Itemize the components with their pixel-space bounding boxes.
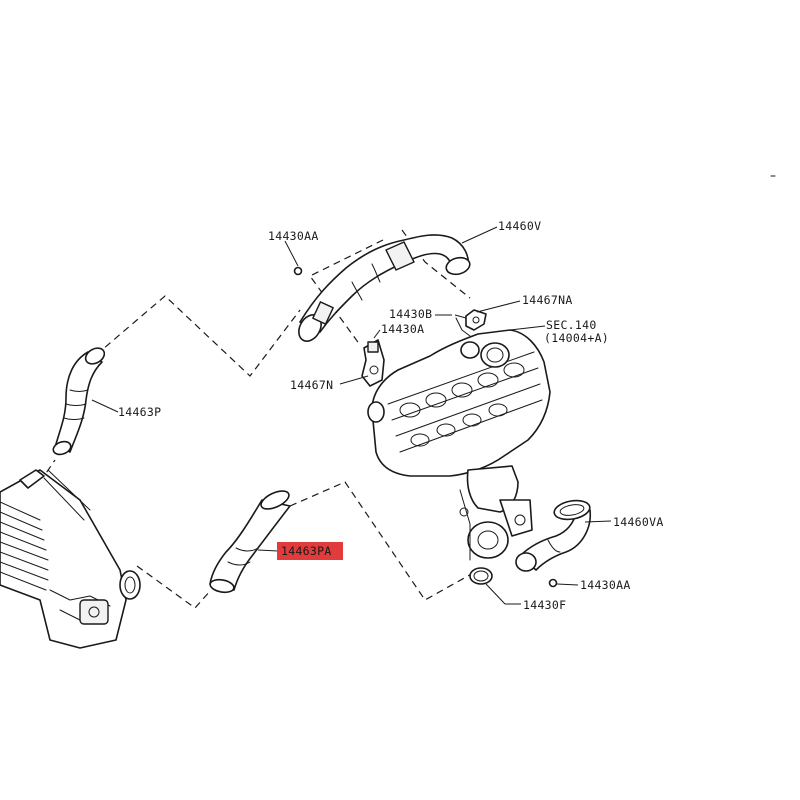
intercooler	[0, 469, 141, 649]
duct-14460v	[298, 234, 471, 342]
bolt-14430aa-top	[293, 266, 303, 276]
label-14430a: 14430A	[381, 322, 424, 336]
bracket-14467na	[455, 309, 487, 337]
label-14467na: 14467NA	[522, 293, 573, 307]
label-14460va: 14460VA	[613, 515, 664, 529]
label-14467n: 14467N	[290, 378, 333, 392]
label-14430b: 14430B	[389, 307, 432, 321]
label-14463pa-highlighted[interactable]: 14463PA	[277, 542, 343, 560]
bracket-14467n	[361, 339, 385, 387]
label-14463p: 14463P	[118, 405, 161, 419]
hose-14463pa[interactable]	[209, 487, 291, 594]
label-14430f: 14430F	[523, 598, 566, 612]
label-14463pa: 14463PA	[281, 544, 332, 558]
duct-14460va	[515, 499, 591, 572]
label-14430aa-top: 14430AA	[268, 229, 319, 243]
leader-lines	[91, 226, 612, 605]
label-sec140-sub: (14004+A)	[544, 331, 609, 345]
hose-14463p	[52, 347, 106, 456]
label-14460v: 14460V	[498, 219, 541, 233]
label-sec140: SEC.140	[546, 318, 597, 332]
bolt-14430aa-bottom	[548, 578, 558, 588]
engine-assembly	[367, 329, 551, 561]
clamp-14430f	[469, 567, 493, 585]
label-14430aa-bottom: 14430AA	[580, 578, 631, 592]
